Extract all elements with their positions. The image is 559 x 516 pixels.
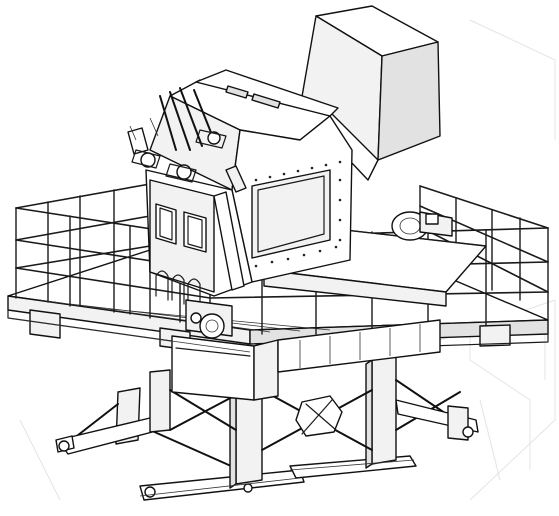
- hydraulic-adjusters: [127, 87, 227, 183]
- crusher-body: [145, 69, 353, 309]
- motor-flywheel: [199, 313, 225, 339]
- side-panels: [7, 317, 441, 373]
- foot-pad-left: [58, 440, 70, 452]
- foot-pad-center: [243, 483, 253, 493]
- adjuster-cap-3: [207, 131, 221, 145]
- support-frame: [55, 355, 479, 501]
- bolt-row: [254, 160, 342, 268]
- motor-shaft: [190, 312, 202, 324]
- foot-pad-right: [462, 426, 474, 438]
- drive-motor: [171, 299, 279, 401]
